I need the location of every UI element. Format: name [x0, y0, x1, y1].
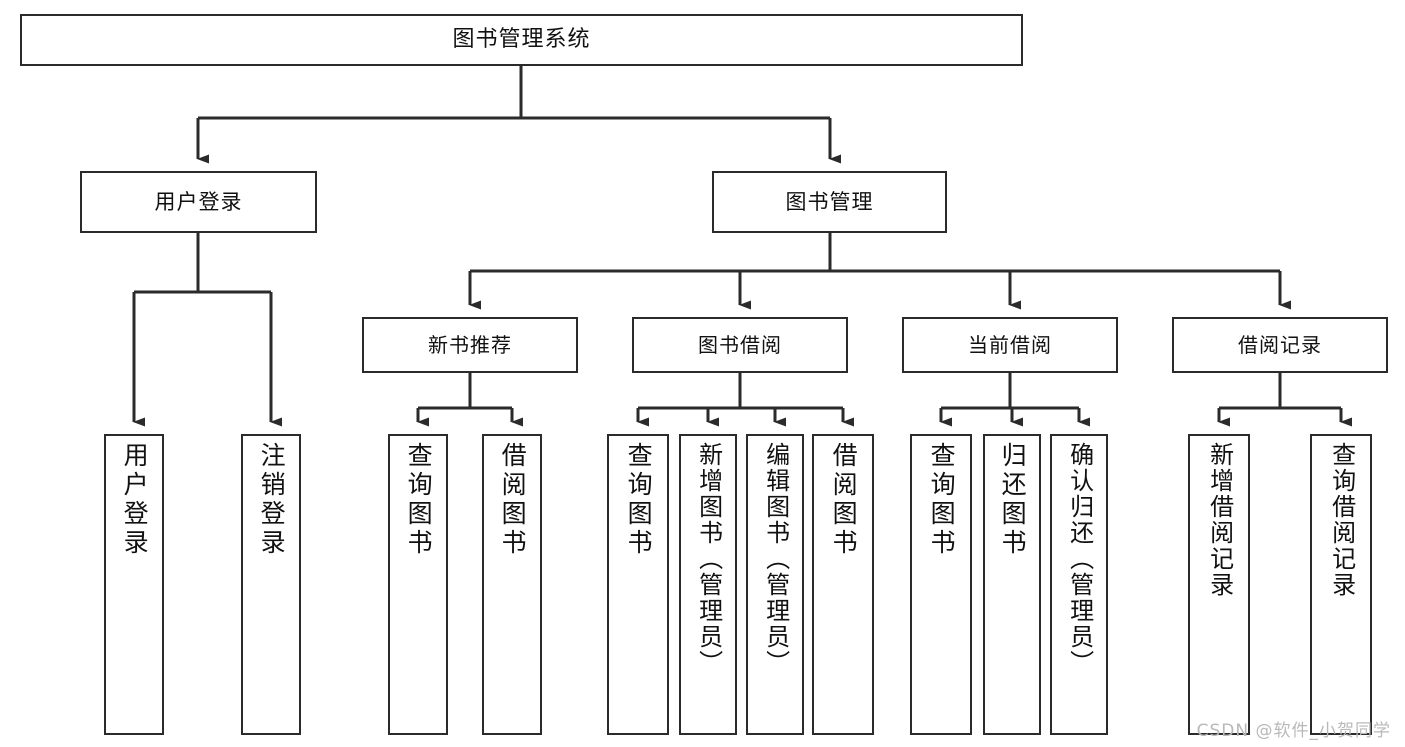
leaf-add-book-admin[interactable]: 新增图书（管理员） — [679, 434, 737, 735]
watermark: CSDN @软件_小贺同学 — [1196, 721, 1391, 741]
node-book-borrow-label: 图书借阅 — [698, 332, 782, 357]
node-borrow-record-label: 借阅记录 — [1238, 332, 1322, 357]
leaf-add-borrow-record[interactable]: 新增借阅记录 — [1188, 434, 1250, 735]
node-current-borrow[interactable]: 当前借阅 — [902, 317, 1118, 373]
leaf-edit-book-admin[interactable]: 编辑图书（管理员） — [746, 434, 804, 735]
leaf-query-book-borrow-label: 查询图书 — [624, 442, 654, 558]
leaf-return-book[interactable]: 归还图书 — [983, 434, 1041, 735]
leaf-query-book-borrow[interactable]: 查询图书 — [607, 434, 669, 735]
node-book-management-label: 图书管理 — [785, 189, 874, 214]
leaf-edit-book-admin-label: 编辑图书（管理员） — [761, 442, 790, 676]
leaf-query-book-current[interactable]: 查询图书 — [910, 434, 972, 735]
node-user-login[interactable]: 用户登录 — [80, 171, 317, 233]
leaf-borrow-book[interactable]: 借阅图书 — [812, 434, 874, 735]
node-user-login-label: 用户登录 — [154, 189, 243, 214]
leaf-logout-label: 注销登录 — [257, 442, 287, 558]
leaf-add-borrow-record-label: 新增借阅记录 — [1205, 442, 1234, 598]
leaf-return-book-label: 归还图书 — [998, 442, 1028, 558]
node-new-book-recommend-label: 新书推荐 — [428, 332, 512, 357]
leaf-query-book-recommend-label: 查询图书 — [404, 442, 434, 558]
leaf-query-borrow-record[interactable]: 查询借阅记录 — [1310, 434, 1372, 735]
leaf-borrow-book-recommend-label: 借阅图书 — [498, 442, 528, 558]
node-book-management[interactable]: 图书管理 — [712, 171, 947, 233]
leaf-logout[interactable]: 注销登录 — [241, 434, 301, 735]
node-root-label: 图书管理系统 — [452, 27, 591, 53]
leaf-query-book-current-label: 查询图书 — [927, 442, 957, 558]
node-current-borrow-label: 当前借阅 — [968, 332, 1052, 357]
leaf-user-login-label: 用户登录 — [120, 442, 150, 558]
node-borrow-record[interactable]: 借阅记录 — [1172, 317, 1388, 373]
node-book-borrow[interactable]: 图书借阅 — [632, 317, 848, 373]
leaf-borrow-book-recommend[interactable]: 借阅图书 — [482, 434, 542, 735]
leaf-query-borrow-record-label: 查询借阅记录 — [1327, 442, 1356, 598]
leaf-confirm-return-admin[interactable]: 确认归还（管理员） — [1050, 434, 1108, 735]
leaf-confirm-return-admin-label: 确认归还（管理员） — [1065, 442, 1094, 676]
node-new-book-recommend[interactable]: 新书推荐 — [362, 317, 578, 373]
leaf-borrow-book-label: 借阅图书 — [829, 442, 859, 558]
leaf-add-book-admin-label: 新增图书（管理员） — [694, 442, 723, 676]
leaf-query-book-recommend[interactable]: 查询图书 — [388, 434, 448, 735]
leaf-user-login[interactable]: 用户登录 — [104, 434, 164, 735]
node-root[interactable]: 图书管理系统 — [20, 14, 1023, 66]
